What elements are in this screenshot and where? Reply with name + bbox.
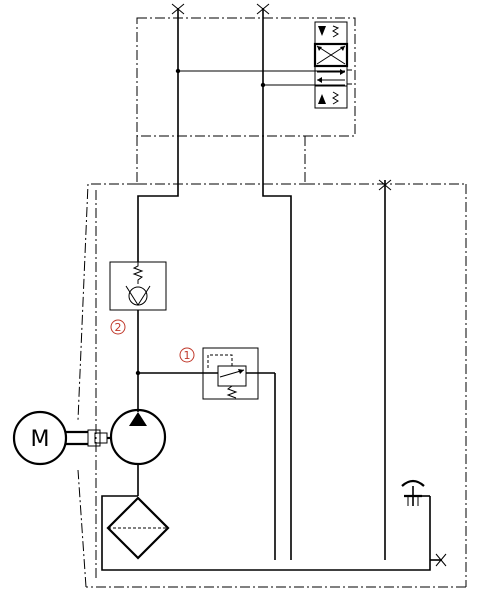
pressure-lines	[135, 179, 392, 560]
pump	[109, 408, 167, 496]
valve-block-boundary	[136, 17, 356, 185]
coupling	[66, 429, 111, 447]
power-unit-boundary	[77, 183, 467, 588]
callout-2: 2	[110, 319, 126, 335]
motor-label: M	[31, 427, 50, 452]
check-valve	[109, 261, 167, 311]
relief-valve	[202, 347, 276, 560]
breather	[401, 479, 430, 506]
suction-filter	[101, 495, 170, 560]
motor: M	[12, 410, 68, 466]
tank	[101, 496, 431, 571]
callout-2-label: 2	[115, 321, 122, 334]
callout-1-label: 1	[184, 349, 191, 362]
directional-valve	[313, 21, 352, 109]
callout-1: 1	[179, 347, 195, 363]
upper-pipes	[171, 3, 345, 184]
drain-cap	[430, 553, 447, 567]
